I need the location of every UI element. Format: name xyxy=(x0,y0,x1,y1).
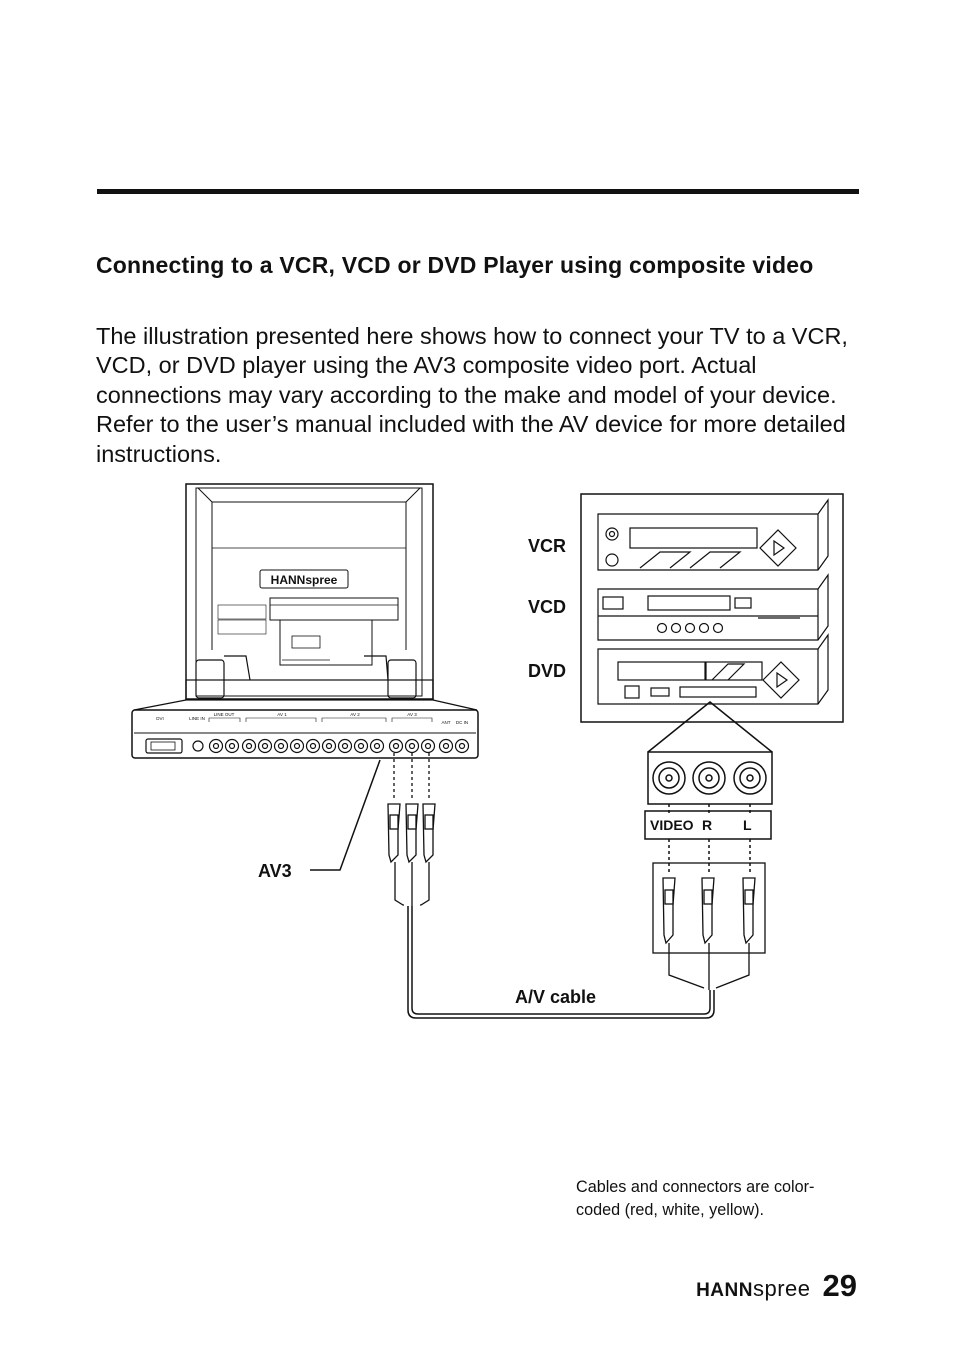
tv-connector-panel: DVI LINE IN LINE OUT AV 1 AV 2 AV 3 ANT … xyxy=(131,709,479,759)
player-port-callout: VIDEO R L xyxy=(644,701,773,872)
panel-label-dvi: DVI xyxy=(156,716,164,721)
vcd-unit xyxy=(597,573,829,641)
page-number: 29 xyxy=(822,1268,857,1303)
panel-label-ant: ANT xyxy=(442,720,451,725)
footer-brand-bold: HANN xyxy=(696,1280,753,1301)
port-label-video: VIDEO xyxy=(650,817,694,833)
panel-label-av3: AV 3 xyxy=(407,712,417,717)
tv-illustration: HANNspree xyxy=(133,483,478,711)
intro-paragraph: The illustration presented here shows ho… xyxy=(96,323,848,467)
av3-callout: AV3 xyxy=(258,759,381,881)
panel-label-line-out: LINE OUT xyxy=(214,712,235,717)
tv-brand-logo: HANNspree xyxy=(271,573,338,587)
dvd-label: DVD xyxy=(528,661,566,681)
top-rule xyxy=(97,189,859,194)
av3-label: AV3 xyxy=(258,861,292,881)
panel-label-av2: AV 2 xyxy=(350,712,360,717)
port-label-r: R xyxy=(702,817,712,833)
av-cable: A/V cable xyxy=(407,906,715,1019)
dvd-unit xyxy=(597,633,829,705)
panel-label-line-in: LINE IN xyxy=(189,716,205,721)
tv-side-plugs xyxy=(387,753,436,906)
footer-brand-light: spree xyxy=(752,1276,811,1301)
port-label-l: L xyxy=(743,817,752,833)
panel-label-av1: AV 1 xyxy=(277,712,287,717)
footer-brand-logo: HANNspree xyxy=(696,1276,810,1302)
section-heading: Connecting to a VCR, VCD or DVD Player u… xyxy=(96,252,814,278)
color-code-note: Cables and connectors are color-coded (r… xyxy=(576,1178,815,1219)
av-cable-label: A/V cable xyxy=(515,987,596,1007)
panel-label-dc-in: DC IN xyxy=(456,720,468,725)
vcr-label: VCR xyxy=(528,536,566,556)
page-footer: HANNspree 29 xyxy=(696,1268,857,1304)
players-illustration xyxy=(580,493,844,723)
player-side-plugs xyxy=(652,862,766,990)
vcd-label: VCD xyxy=(528,597,566,617)
vcr-unit xyxy=(597,498,829,571)
